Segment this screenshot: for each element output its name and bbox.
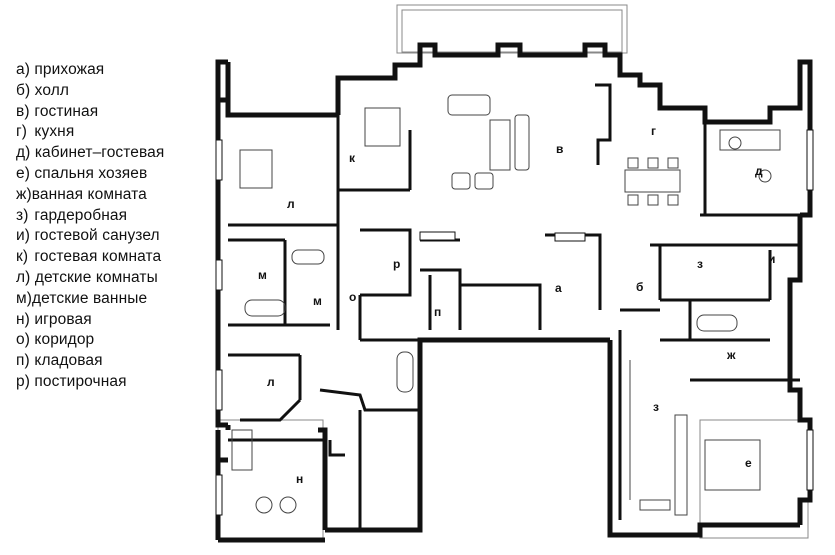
room-labels: а б в г д е ж з з и к л л м м н о п р [258,124,775,486]
room-label-v: в [556,142,563,156]
room-label-n: н [296,472,303,486]
legend-item: б) холл [16,81,70,99]
legend-item: з) гардеробная [16,206,128,224]
legend-item: к) гостевая комната [16,248,162,266]
bed-icon [704,439,761,491]
legend-item: е) спальня хозяев [16,164,148,182]
terrace-bottom [217,419,809,539]
bed-icon [364,107,401,147]
room-label-zh: ж [726,348,736,362]
table-icon [489,119,511,171]
room-label-z1: з [697,257,703,271]
legend-item: н) игровая [16,310,92,328]
armchair-icon [451,172,471,190]
room-label-m1: м [258,268,267,282]
room-label-l2: л [267,375,275,389]
room-label-i: и [768,252,775,266]
bathtub-icon [244,299,286,317]
legend-item: д) кабинет–гостевая [16,144,165,162]
sofa-icon [514,114,530,171]
bathtub-icon [696,314,738,332]
legend-item: п) кладовая [16,352,103,370]
dining-table-icon [624,169,681,193]
room-label-r: р [393,257,400,271]
room-label-k: к [349,151,356,165]
legend-item: и) гостевой санузел [16,227,160,245]
room-label-d: д [755,164,763,178]
room-label-g: г [651,124,656,138]
legend-item: ж)ванная комната [16,185,147,203]
room-label-o: о [349,290,356,304]
legend-item: р) постирочная [16,372,127,390]
room-label-p: п [434,305,441,319]
room-label-z2: з [653,400,659,414]
legend-item: о) коридор [16,331,95,349]
terrace-top [396,4,628,54]
bathtub-icon [396,351,414,393]
legend-item: а) прихожая [16,61,105,78]
legend: а) прихожая б) холл в) гостиная г) кухня… [16,60,206,393]
room-label-l1: л [287,197,295,211]
room-label-m2: м [313,294,322,308]
sofa-icon [447,94,491,116]
room-label-e: е [745,456,752,470]
interior-walls [228,83,800,530]
legend-item: л) детские комнаты [16,268,158,286]
armchair-icon [474,172,494,190]
legend-item: м)детские ванные [16,289,148,307]
legend-item: г) кухня [16,123,75,141]
sofa-icon [231,429,253,471]
room-label-b: б [636,280,643,294]
walls [215,42,813,543]
legend-item: в) гостиная [16,102,99,120]
desk-icon [719,129,781,151]
bed-icon [239,149,273,189]
bathtub-icon [291,249,325,265]
furniture [231,94,781,516]
windows [215,129,814,516]
room-label-a: а [555,281,562,295]
